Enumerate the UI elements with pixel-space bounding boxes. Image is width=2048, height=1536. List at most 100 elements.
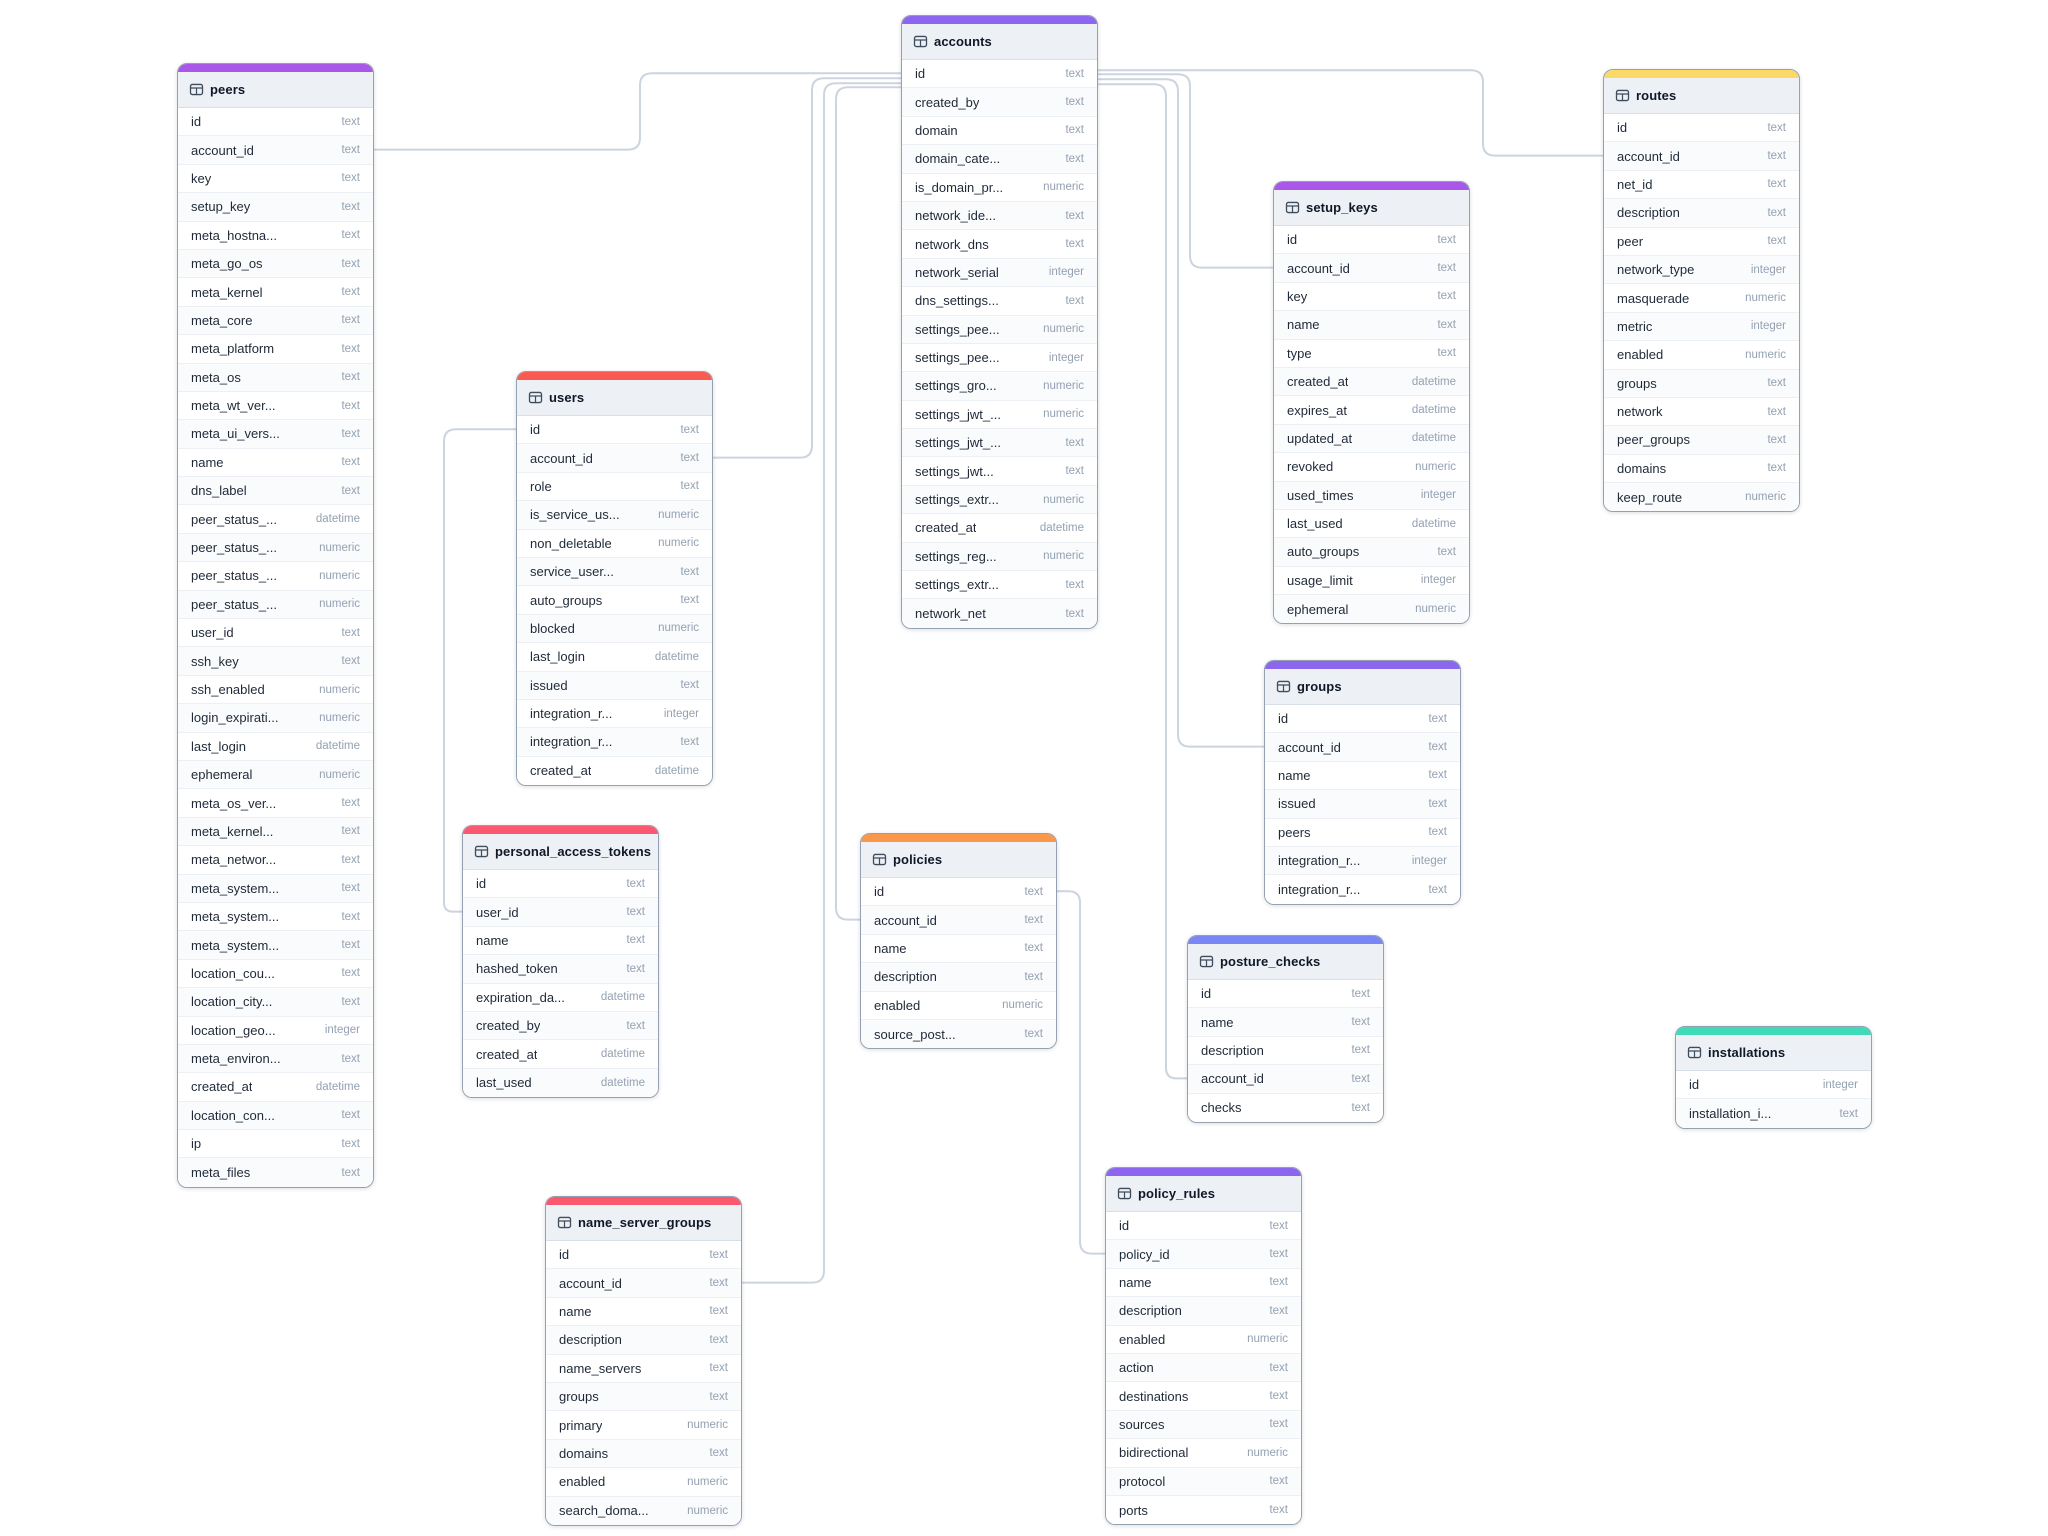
field-row[interactable]: domain_cate...text bbox=[902, 145, 1097, 174]
field-row[interactable]: meta_system...text bbox=[178, 902, 373, 932]
field-row[interactable]: integration_r...integer bbox=[1265, 846, 1460, 876]
table-header[interactable]: personal_access_tokens bbox=[463, 834, 658, 870]
relationship-routes-accounts[interactable] bbox=[1097, 69, 1604, 157]
table-header[interactable]: policies bbox=[861, 842, 1056, 878]
relationship-peers-accounts[interactable] bbox=[373, 72, 902, 151]
field-row[interactable]: peer_status_...numeric bbox=[178, 590, 373, 620]
field-row[interactable]: meta_hostna...text bbox=[178, 221, 373, 250]
field-row[interactable]: integration_r...text bbox=[517, 728, 712, 757]
table-header[interactable]: policy_rules bbox=[1106, 1176, 1301, 1212]
field-row[interactable]: location_geo...integer bbox=[178, 1016, 373, 1045]
field-row[interactable]: peer_status_...datetime bbox=[178, 505, 373, 534]
field-row[interactable]: meta_wt_ver...text bbox=[178, 391, 373, 421]
field-row[interactable]: settings_jwt_...text bbox=[902, 429, 1097, 458]
relationship-posture_checks-accounts[interactable] bbox=[1097, 83, 1188, 1080]
table-header[interactable]: setup_keys bbox=[1274, 190, 1469, 226]
field-row[interactable]: meta_kernel...text bbox=[178, 817, 373, 847]
field-row[interactable]: settings_pee...integer bbox=[902, 343, 1097, 373]
field-row[interactable]: settings_pee...numeric bbox=[902, 315, 1097, 344]
relationship-personal_access_tokens-users[interactable] bbox=[443, 428, 517, 913]
relationship-policies-accounts[interactable] bbox=[835, 86, 902, 921]
field-row[interactable]: is_service_us...numeric bbox=[517, 501, 712, 530]
field-row[interactable]: settings_gro...numeric bbox=[902, 372, 1097, 401]
table-header[interactable]: users bbox=[517, 380, 712, 416]
field-row[interactable]: network_ide...text bbox=[902, 201, 1097, 231]
field-row[interactable]: location_con...text bbox=[178, 1101, 373, 1131]
table-header[interactable]: groups bbox=[1265, 669, 1460, 705]
field-row[interactable]: meta_system...text bbox=[178, 874, 373, 903]
field-row[interactable]: meta_environ...text bbox=[178, 1044, 373, 1074]
field-row[interactable]: integration_r...integer bbox=[517, 699, 712, 729]
field-row[interactable]: is_domain_pr...numeric bbox=[902, 173, 1097, 202]
table-header[interactable]: name_server_groups bbox=[546, 1205, 741, 1241]
